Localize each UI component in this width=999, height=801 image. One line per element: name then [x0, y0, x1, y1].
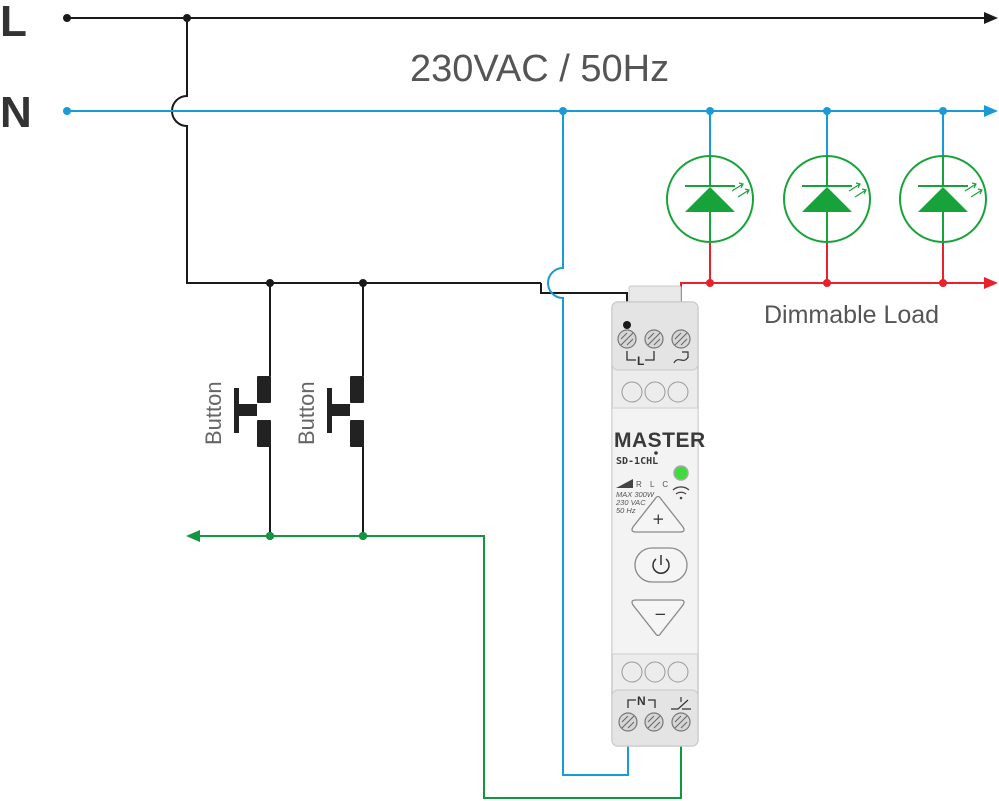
neutral-junction [63, 107, 71, 115]
live-junction [266, 279, 274, 287]
model-number: SD-1CHL [616, 456, 658, 467]
neutral-arrow-head [984, 105, 998, 117]
switch-junction [266, 532, 274, 540]
neutral-junction [706, 107, 714, 115]
switch-wire [200, 535, 682, 799]
neutral-junction [823, 107, 831, 115]
load-types: R L C [636, 480, 671, 489]
dimmable-load-label: Dimmable Load [764, 301, 939, 329]
live-junction [359, 279, 367, 287]
plus-button[interactable]: + [631, 495, 685, 533]
switch-input-symbol [671, 697, 691, 710]
neutral-junction [559, 107, 567, 115]
brand-dot [654, 451, 658, 455]
rated-voltage: 230 VAC [615, 498, 646, 507]
led-lamp [666, 155, 754, 243]
rated-frequency: 50 Hz [616, 506, 636, 515]
vent-hole [644, 381, 666, 403]
minus-button[interactable]: − [631, 599, 685, 637]
led-lamp [783, 155, 871, 243]
switch-arrow-head [186, 530, 200, 542]
vent-hole [644, 661, 666, 683]
screw-terminal [644, 329, 664, 349]
minus-symbol: − [654, 605, 667, 623]
plus-symbol: + [652, 510, 665, 528]
led-lamp [899, 155, 987, 243]
n-bracket [627, 699, 656, 708]
push-button [234, 376, 271, 447]
vent-hole [667, 381, 689, 403]
load-arrow-head [984, 277, 998, 289]
screw-terminal [644, 712, 664, 732]
neutral-junction [939, 107, 947, 115]
live-junction [183, 14, 191, 22]
vent-hole [621, 661, 643, 683]
switch-junction [359, 532, 367, 540]
brand-logo: MASTER [614, 429, 706, 452]
max-power: MAX 300W [616, 490, 655, 499]
power-icon [652, 558, 670, 574]
dimmer-output-symbol [673, 351, 689, 364]
button-label: Button [201, 381, 226, 445]
load-junction [939, 279, 947, 287]
neutral-label: N [0, 88, 32, 137]
wifi-icon [672, 486, 690, 500]
push-button [327, 376, 364, 447]
screw-terminal [671, 712, 691, 732]
live-terminal-dot [623, 321, 631, 329]
l-bracket [626, 351, 655, 361]
top-terminal-label: L [637, 354, 644, 368]
screw-terminal [671, 329, 691, 349]
load-junction [706, 279, 714, 287]
dimmer-ramp-icon [616, 479, 633, 488]
load-junction [823, 279, 831, 287]
live-label: L [0, 0, 27, 46]
supply-label: 230VAC / 50Hz [410, 48, 669, 90]
neutral-wire [67, 110, 985, 776]
button-label: Button [294, 381, 319, 445]
live-junction [63, 14, 71, 22]
screw-terminal [618, 712, 638, 732]
status-led [673, 465, 689, 481]
vent-hole [621, 381, 643, 403]
live-arrow-head [984, 12, 998, 24]
bottom-terminal-label: N [637, 694, 646, 708]
vent-hole [667, 661, 689, 683]
screw-terminal [617, 329, 637, 349]
power-button[interactable] [634, 547, 688, 583]
live-wire [67, 17, 985, 536]
